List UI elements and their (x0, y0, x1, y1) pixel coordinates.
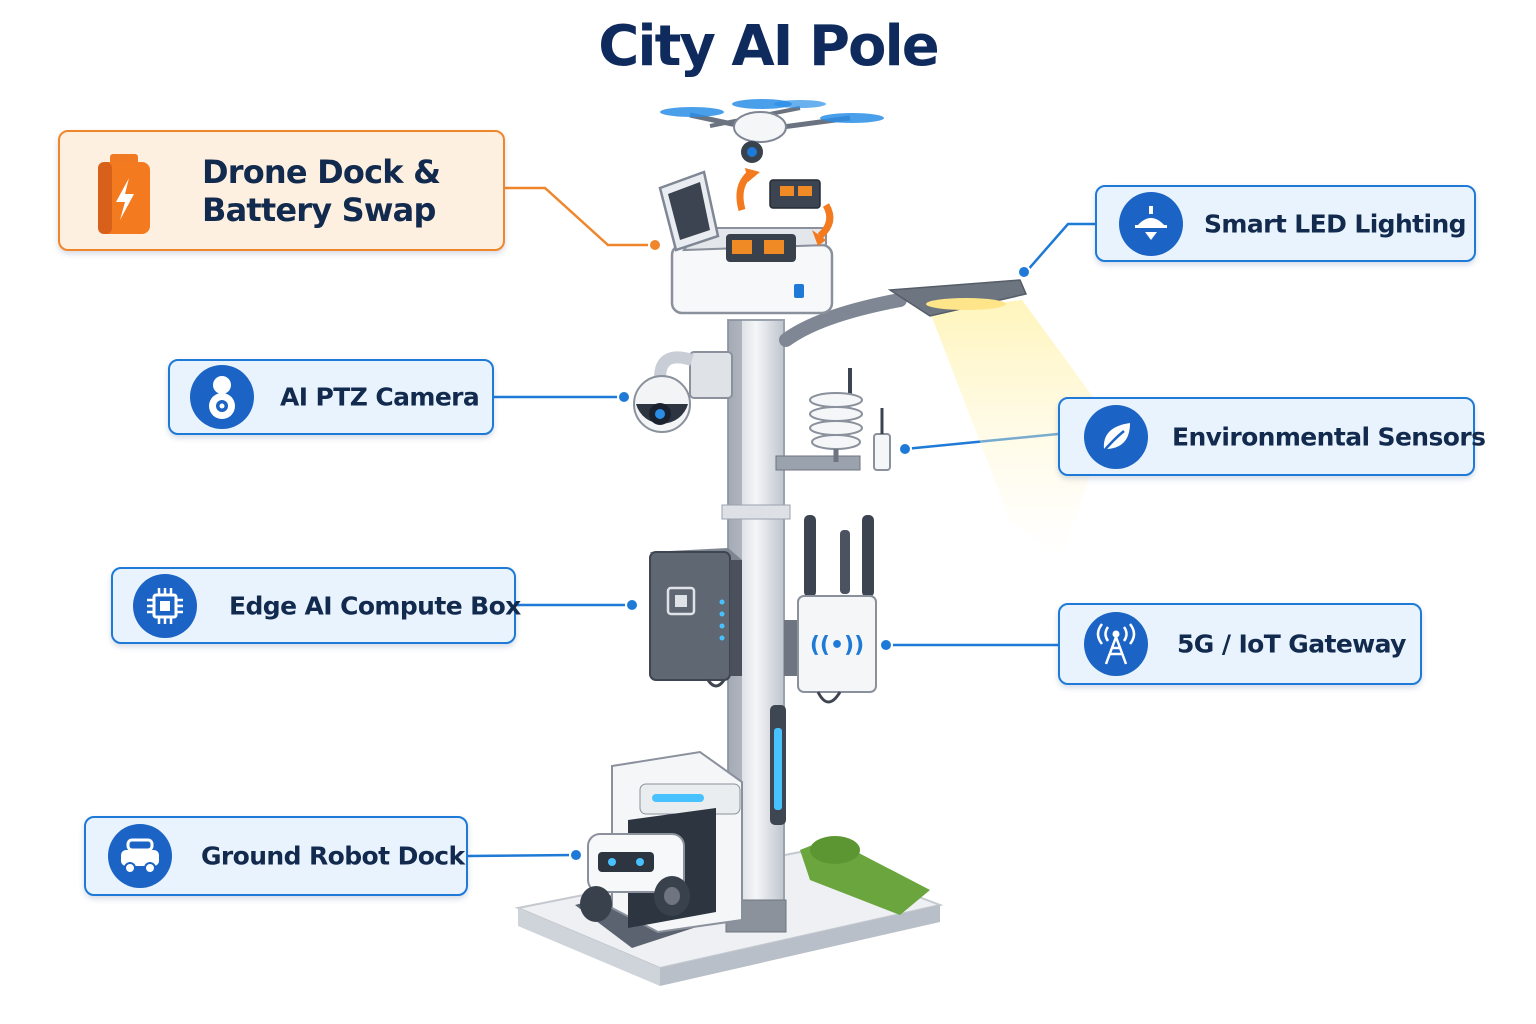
connector-led-lighting (1025, 222, 1096, 273)
ground-robot (580, 833, 690, 922)
callout-robot-dock-label: Ground Robot Dock (201, 841, 465, 871)
callout-led-lighting-label: Smart LED Lighting (1204, 209, 1467, 238)
drone (660, 99, 884, 163)
callout-gateway: 5G / IoT Gateway (1058, 603, 1422, 685)
callout-led-lighting: Smart LED Lighting (1095, 185, 1476, 262)
callout-env-sensors: Environmental Sensors (1058, 397, 1486, 476)
callout-ptz-camera-label: AI PTZ Camera (280, 382, 480, 412)
callout-edge-compute: Edge AI Compute Box (111, 567, 521, 644)
drone-dock-label-line1: Drone Dock & (202, 152, 441, 191)
callout-gateway-label: 5G / IoT Gateway (1177, 629, 1406, 659)
connector-robot-dock (467, 853, 577, 858)
swap-battery (769, 179, 821, 209)
callout-ptz-camera: AI PTZ Camera (168, 359, 494, 435)
robot-icon (108, 824, 172, 888)
light-beam (930, 300, 1110, 560)
connector-drone-dock (505, 186, 655, 247)
gateway-device: ((•)) (784, 515, 877, 704)
environmental-sensors (775, 368, 891, 471)
callout-edge-compute-label: Edge AI Compute Box (229, 591, 521, 620)
drone-dock-label-line2: Battery Swap (202, 190, 436, 229)
ceiling-lamp-icon (1119, 191, 1183, 256)
battery-charging-icon (96, 152, 152, 241)
callout-drone-dock: Drone Dock & Battery Swap (58, 130, 505, 251)
callout-env-sensors-label: Environmental Sensors (1172, 422, 1486, 451)
drone-dock-box (658, 168, 834, 315)
ptz-camera (633, 351, 733, 433)
callout-robot-dock: Ground Robot Dock (84, 816, 468, 896)
antenna-tower-icon (1084, 612, 1148, 676)
street-light-arm (779, 279, 1028, 347)
diagram-title: City AI Pole (598, 14, 939, 79)
camera-icon (190, 365, 254, 429)
edge-compute-box (649, 548, 742, 688)
leaf-icon (1084, 404, 1148, 469)
callout-drone-dock-label: Drone Dock & Battery Swap (202, 152, 441, 229)
connector-dots (569, 238, 1031, 862)
svg-text:((•)): ((•)) (810, 633, 864, 658)
chip-icon (133, 573, 197, 638)
connector-lines (467, 222, 1096, 858)
